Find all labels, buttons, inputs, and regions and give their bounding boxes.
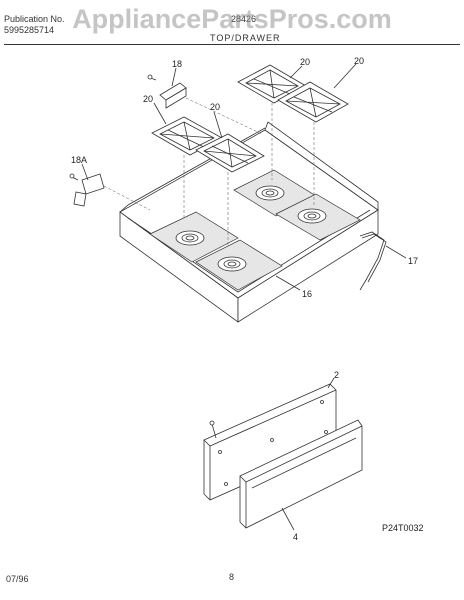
header-rule bbox=[4, 44, 460, 45]
callout-2: 2 bbox=[334, 370, 340, 380]
callout-17: 17 bbox=[408, 256, 419, 266]
leader-lines bbox=[81, 63, 407, 291]
footer-date: 07/96 bbox=[6, 574, 29, 584]
callout-20-left-back: 20 bbox=[143, 94, 154, 104]
model-number: 28426 bbox=[231, 14, 257, 24]
callout-20-left-front: 20 bbox=[210, 102, 221, 112]
footer-page-number: 8 bbox=[229, 572, 235, 582]
watermark: AppliancePartsPros.com bbox=[72, 4, 392, 34]
support-rod bbox=[359, 231, 387, 291]
section-title: TOP/DRAWER bbox=[210, 33, 281, 43]
burner-pans bbox=[149, 169, 361, 291]
callout-16: 16 bbox=[302, 289, 313, 299]
grate-left-front bbox=[195, 133, 265, 173]
figure-code: P24T0032 bbox=[382, 523, 424, 533]
callout-20-right-back: 20 bbox=[300, 57, 311, 67]
assembly-lines bbox=[103, 97, 315, 246]
grate-right-front bbox=[277, 81, 349, 123]
callout-18: 18 bbox=[172, 59, 183, 69]
callout-20-right-front: 20 bbox=[354, 56, 365, 66]
drawer-front bbox=[239, 419, 363, 529]
callout-4: 4 bbox=[293, 532, 299, 542]
rear-bracket bbox=[147, 74, 187, 109]
drawer-leader-lines bbox=[281, 377, 335, 531]
side-bracket bbox=[69, 173, 105, 207]
publication-number: 5995285714 bbox=[4, 25, 55, 35]
callout-18a: 18A bbox=[71, 155, 88, 165]
publication-label: Publication No. bbox=[4, 14, 65, 24]
